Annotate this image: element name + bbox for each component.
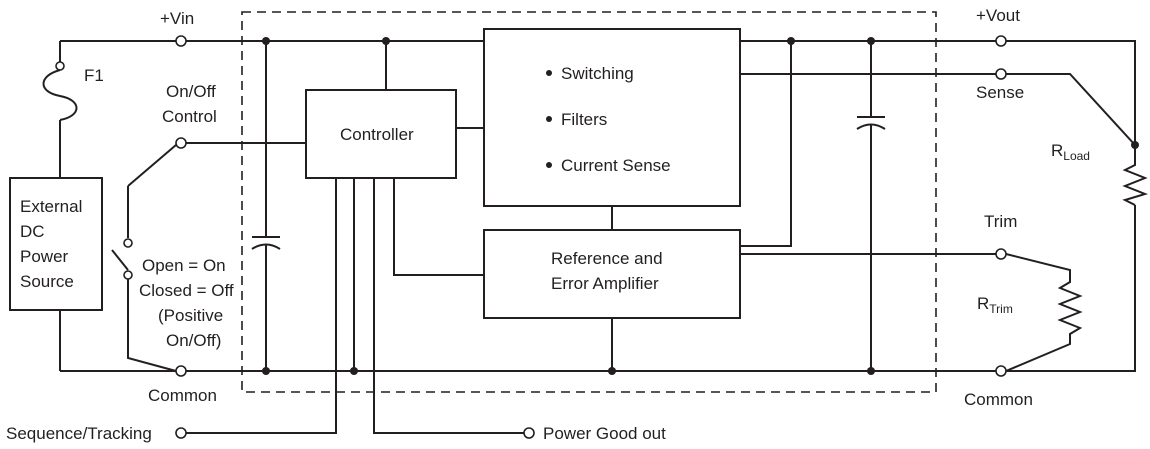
- common-left-terminal[interactable]: [175, 365, 187, 377]
- switch-note-3: (Positive: [158, 306, 223, 325]
- source-line-1: External: [20, 197, 82, 216]
- controller-label: Controller: [340, 125, 414, 144]
- fuse-label: F1: [84, 66, 104, 85]
- bullet-filters: Filters: [561, 110, 607, 129]
- vout-terminal[interactable]: [995, 35, 1007, 47]
- right-terminals: +Vout Sense Trim Common: [964, 6, 1033, 409]
- switching-block: Switching Filters Current Sense: [483, 28, 996, 230]
- common-rail: [60, 205, 1136, 372]
- bullet-switching: Switching: [561, 64, 634, 83]
- sequence-terminal[interactable]: [175, 427, 187, 439]
- vin-label: +Vin: [160, 9, 194, 28]
- load-resistor: RLoad: [1051, 141, 1149, 206]
- external-dc-source: External DC Power Source: [9, 177, 103, 371]
- common-right-terminal[interactable]: [995, 365, 1007, 377]
- controller-block: Controller: [186, 89, 524, 434]
- switch-note: Open = On Closed = Off (Positive On/Off): [139, 256, 234, 350]
- reference-block: Reference and Error Amplifier: [483, 41, 996, 371]
- source-line-4: Source: [20, 272, 74, 291]
- trim-res-label: RTrim: [977, 294, 1013, 316]
- on-off-label-2: Control: [162, 107, 217, 126]
- sense-label: Sense: [976, 83, 1024, 102]
- sequence-label: Sequence/Tracking: [6, 424, 152, 443]
- trim-resistor: RTrim: [977, 253, 1083, 372]
- source-line-3: Power: [20, 247, 69, 266]
- sense-terminal[interactable]: [995, 68, 1007, 80]
- on-off-label-1: On/Off: [166, 82, 216, 101]
- power-good-terminal[interactable]: [523, 427, 535, 439]
- switch-note-1: Open = On: [142, 256, 226, 275]
- vin-terminal[interactable]: [175, 35, 187, 47]
- common-right-label: Common: [964, 390, 1033, 409]
- input-capacitor: [251, 41, 281, 371]
- switch-note-4: On/Off): [166, 331, 221, 350]
- power-good-label: Power Good out: [543, 424, 666, 443]
- on-off-switch: [111, 142, 306, 372]
- common-left-label: Common: [148, 386, 217, 405]
- trim-terminal[interactable]: [995, 248, 1007, 260]
- output-capacitor: [856, 41, 886, 371]
- fuse-f1: F1: [42, 41, 104, 178]
- reference-line-1: Reference and: [551, 249, 663, 268]
- left-terminals: +Vin On/Off Control Common: [148, 9, 217, 405]
- on-off-terminal[interactable]: [175, 137, 187, 149]
- reference-line-2: Error Amplifier: [551, 274, 659, 293]
- trim-label: Trim: [984, 212, 1017, 231]
- load-label: RLoad: [1051, 141, 1090, 163]
- switch-note-2: Closed = Off: [139, 281, 234, 300]
- bottom-signals: Sequence/Tracking Power Good out: [6, 424, 666, 443]
- module-boundary: [241, 11, 937, 393]
- bullet-current-sense: Current Sense: [561, 156, 671, 175]
- sense-wire: [1006, 73, 1136, 146]
- source-line-2: DC: [20, 222, 45, 241]
- vout-label: +Vout: [976, 6, 1020, 25]
